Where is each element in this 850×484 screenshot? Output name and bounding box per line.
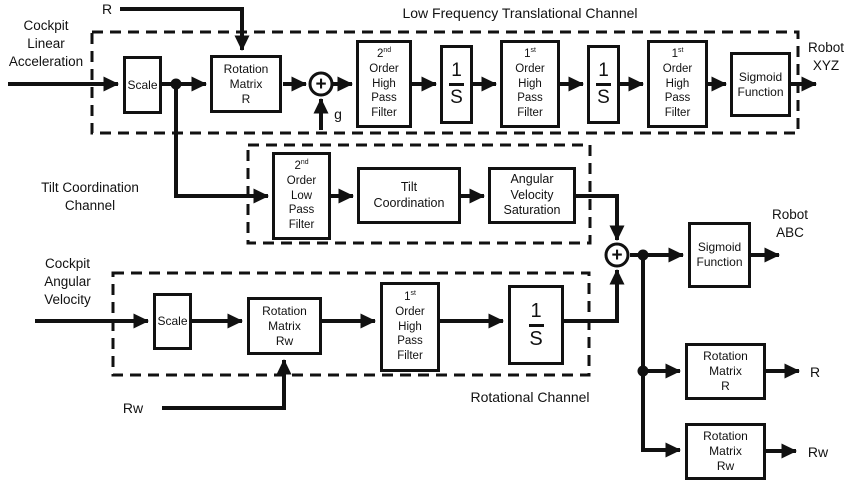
block-scale-translational: Scale — [123, 56, 162, 114]
label-cockpit-angular-velocity: Cockpit Angular Velocity — [44, 256, 91, 307]
block-1st-order-high-pass-filter-2: 1st Order High Pass Filter — [647, 40, 708, 128]
block-1st-order-high-pass-filter-1: 1st Order High Pass Filter — [500, 40, 560, 128]
block-scale-rotational: Scale — [153, 293, 192, 350]
block-2nd-order-high-pass-filter: 2nd Order High Pass Filter — [356, 40, 412, 128]
wire-branch-to-2nd-lpf — [174, 84, 269, 204]
block-integrator-3: 1 S — [508, 285, 564, 365]
block-angular-velocity-saturation: Angular Velocity Saturation — [488, 167, 576, 224]
branch-dot-scale-output — [170, 78, 182, 90]
label-rw-input: Rw — [122, 400, 144, 416]
title-tilt-channel: Tilt Coordination Channel — [41, 180, 139, 213]
label-robot-xyz: Robot XYZ — [807, 40, 845, 73]
sum-junction-rotational — [604, 242, 630, 268]
sum-plus-sign-rotational: + — [611, 244, 623, 266]
branch-dot-rotation-output — [637, 365, 649, 377]
fraction-bar — [449, 83, 464, 86]
fraction-bar — [528, 323, 544, 327]
fraction-bar — [596, 83, 611, 86]
wire-r-input — [120, 7, 250, 51]
block-rotation-matrix-rw-output: Rotation Matrix Rw — [685, 423, 766, 480]
rotational-channel-boundary — [111, 271, 591, 377]
block-sigmoid-function-abc: Sigmoid Function — [688, 222, 751, 288]
block-rotation-matrix-rw: Rotation Matrix Rw — [247, 297, 322, 355]
block-integrator-1: 1 S — [440, 45, 473, 124]
label-robot-abc: Robot ABC — [771, 207, 809, 240]
block-rotation-matrix-r: Rotation Matrix R — [210, 55, 282, 113]
wire-integrator3-to-sum2 — [564, 269, 625, 323]
block-1st-order-high-pass-filter-3: 1st Order High Pass Filter — [380, 282, 440, 372]
label-rw-output: Rw — [807, 444, 829, 460]
sum-plus-sign-translational: + — [315, 73, 327, 95]
branch-dot-sum2-output — [637, 249, 649, 261]
wire-rw-input — [162, 359, 292, 410]
label-r-output: R — [809, 364, 821, 380]
wire-branch2-to-rotation-matrix-rw2 — [641, 255, 681, 458]
block-tilt-coordination: Tilt Coordination — [357, 167, 461, 224]
label-gravity: g — [334, 106, 342, 122]
block-rotation-matrix-r-output: Rotation Matrix R — [685, 343, 766, 400]
sum-junction-translational — [308, 71, 334, 97]
title-translational-channel: Low Frequency Translational Channel — [402, 5, 638, 21]
label-cockpit-linear-acceleration: Cockpit Linear Acceleration — [8, 18, 84, 69]
block-integrator-2: 1 S — [587, 45, 620, 124]
label-r-input: R — [101, 1, 113, 17]
block-2nd-order-low-pass-filter: 2nd Order Low Pass Filter — [272, 152, 331, 240]
title-rotational-channel: Rotational Channel — [470, 389, 590, 405]
wire-saturation-to-sum2 — [576, 194, 625, 241]
block-sigmoid-function-xyz: Sigmoid Function — [730, 52, 791, 117]
